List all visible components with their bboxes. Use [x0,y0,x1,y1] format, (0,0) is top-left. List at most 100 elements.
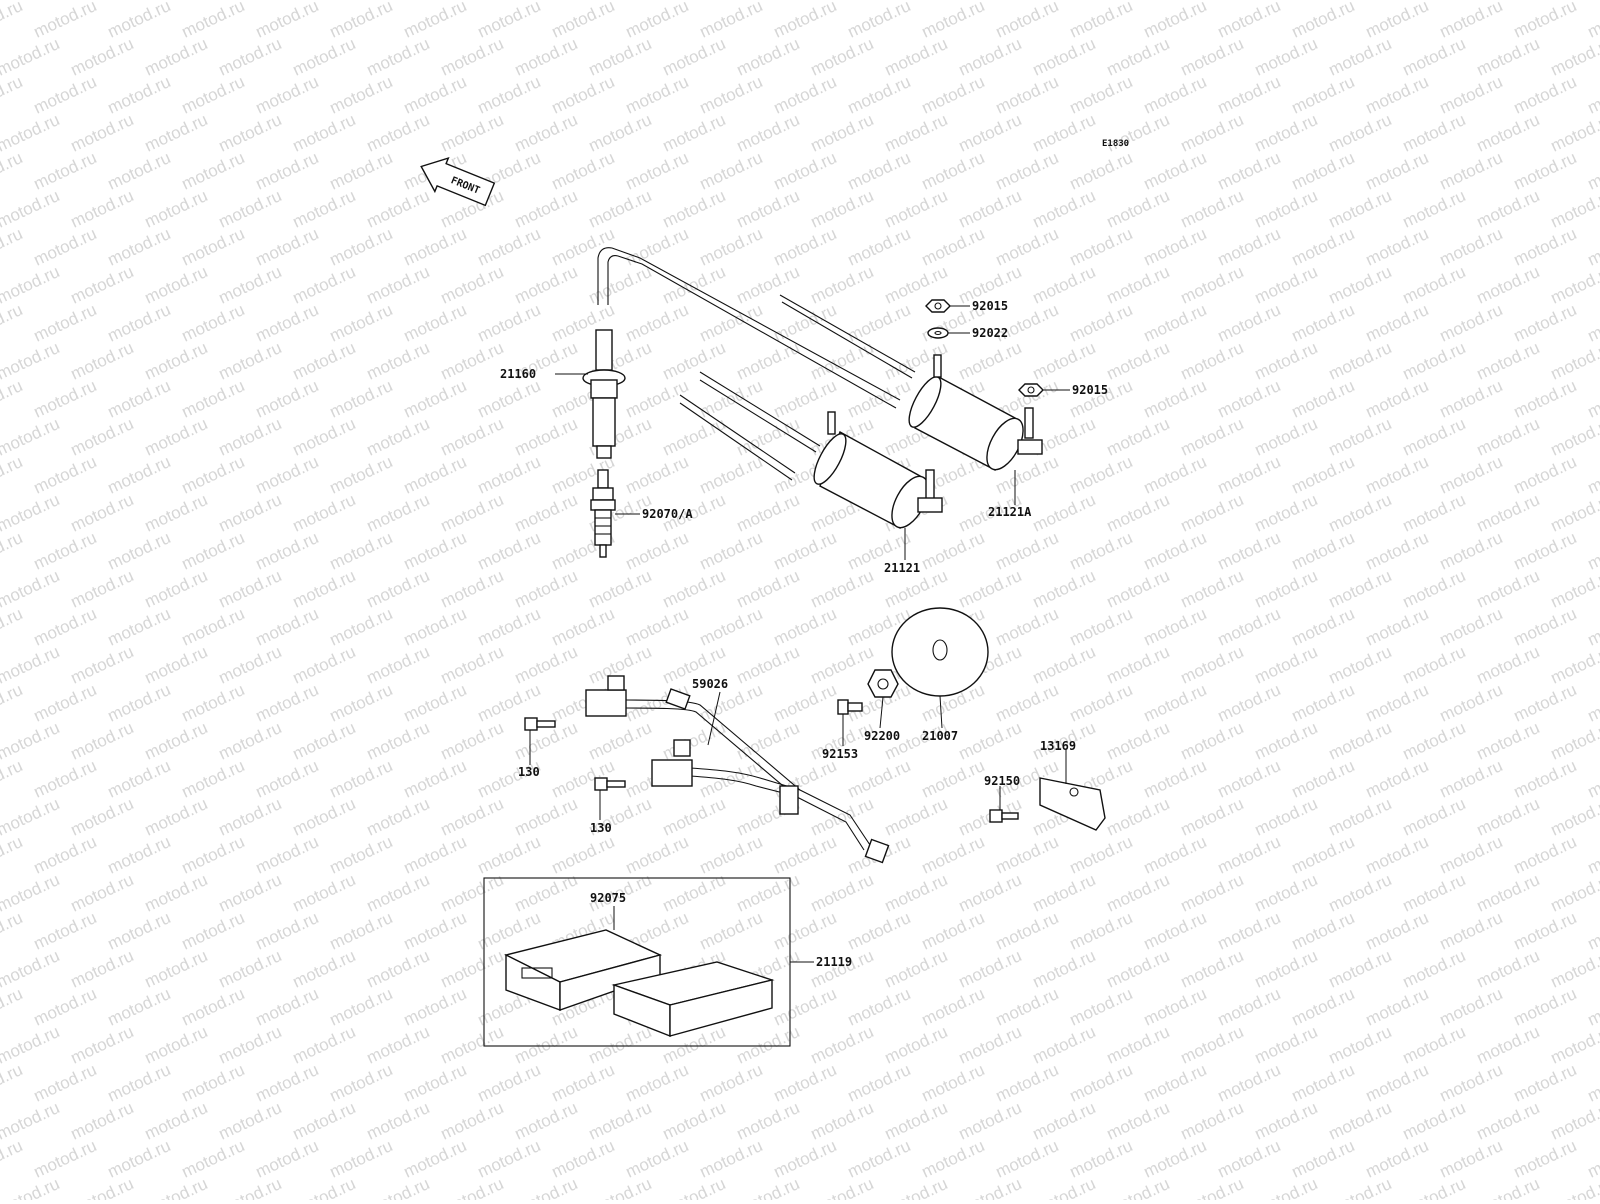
watermark-text: motod.ru [475,452,544,498]
watermark-text: motod.ru [1474,1022,1543,1068]
watermark-text: motod.ru [919,1136,988,1182]
watermark-text: motod.ru [216,946,285,992]
watermark-text: motod.ru [586,566,655,612]
watermark-text: motod.ru [1067,984,1136,1030]
watermark-text: motod.ru [1363,756,1432,802]
watermark-text: motod.ru [512,566,581,612]
watermark-text: motod.ru [1363,604,1432,650]
watermark-text: motod.ru [438,490,507,536]
watermark-text: motod.ru [475,528,544,574]
watermark-text: motod.ru [1326,490,1395,536]
watermark-text: motod.ru [697,148,766,194]
watermark-text: motod.ru [438,794,507,840]
watermark-text: motod.ru [1252,1174,1321,1200]
watermark-text: motod.ru [1215,680,1284,726]
watermark-text: motod.ru [105,0,174,42]
watermark-text: motod.ru [401,224,470,270]
watermark-text: motod.ru [1437,148,1506,194]
watermark-text: motod.ru [1511,72,1580,118]
part-label-21121a: 21121A [988,505,1032,519]
watermark-text: motod.ru [68,262,137,308]
watermark-text: motod.ru [1104,1098,1173,1144]
watermark-text: motod.ru [0,338,62,384]
watermark-text: motod.ru [586,1022,655,1068]
watermark-text: motod.ru [771,148,840,194]
watermark-text: motod.ru [142,414,211,460]
watermark-text: motod.ru [1437,224,1506,270]
watermark-text: motod.ru [808,186,877,232]
watermark-text: motod.ru [327,148,396,194]
watermark-text: motod.ru [0,946,62,992]
watermark-text: motod.ru [919,528,988,574]
watermark-text: motod.ru [290,186,359,232]
watermark-text: motod.ru [1067,908,1136,954]
watermark-text: motod.ru [845,148,914,194]
watermark-text: motod.ru [549,1060,618,1106]
watermark-text: motod.ru [1215,756,1284,802]
watermark-text: motod.ru [1104,1022,1173,1068]
watermark-text: motod.ru [438,1098,507,1144]
watermark-text: motod.ru [1030,642,1099,688]
watermark-text: motod.ru [919,72,988,118]
watermark-text: motod.ru [1548,946,1600,992]
watermark-text: motod.ru [1363,908,1432,954]
watermark-text: motod.ru [1289,1136,1358,1182]
watermark-text: motod.ru [216,1098,285,1144]
watermark-text: motod.ru [105,984,174,1030]
watermark-text: motod.ru [549,148,618,194]
watermark-text: motod.ru [1511,452,1580,498]
watermark-text: motod.ru [845,0,914,42]
watermark-text: motod.ru [1030,566,1099,612]
watermark-text: motod.ru [1511,148,1580,194]
watermark-text: motod.ru [1289,604,1358,650]
watermark-text: motod.ru [882,1098,951,1144]
watermark-text: motod.ru [401,604,470,650]
watermark-text: motod.ru [253,1060,322,1106]
watermark-text: motod.ru [105,908,174,954]
watermark-text: motod.ru [808,566,877,612]
watermark-text: motod.ru [0,718,62,764]
watermark-text: motod.ru [31,148,100,194]
watermark-text: motod.ru [512,110,581,156]
watermark-text: motod.ru [1141,1136,1210,1182]
watermark-text: motod.ru [1141,0,1210,42]
watermark-text: motod.ru [845,908,914,954]
watermark-text: motod.ru [1363,300,1432,346]
watermark-text: motod.ru [993,908,1062,954]
watermark-text: motod.ru [512,870,581,916]
watermark-text: motod.ru [1585,1136,1600,1182]
watermark-text: motod.ru [290,794,359,840]
watermark-text: motod.ru [401,452,470,498]
watermark-text: motod.ru [253,604,322,650]
watermark-text: motod.ru [1400,1022,1469,1068]
watermark-text: motod.ru [1289,300,1358,346]
watermark-text: motod.ru [697,1060,766,1106]
timing-rotor [891,607,989,697]
watermark-text: motod.ru [549,224,618,270]
watermark-text: motod.ru [1474,262,1543,308]
watermark-text: motod.ru [179,1060,248,1106]
watermark-text: motod.ru [512,1174,581,1200]
ignition-coil-21121a [908,354,1043,471]
bolt-icon [524,717,556,731]
watermark-text: motod.ru [623,1060,692,1106]
watermark-text: motod.ru [512,262,581,308]
watermark-text: motod.ru [0,0,25,42]
watermark-text: motod.ru [1474,642,1543,688]
watermark-text: motod.ru [31,984,100,1030]
watermark-text: motod.ru [1548,870,1600,916]
watermark-text: motod.ru [1104,566,1173,612]
watermark-text: motod.ru [364,1022,433,1068]
watermark-text: motod.ru [1178,718,1247,764]
watermark-text: motod.ru [179,300,248,346]
watermark-text: motod.ru [882,794,951,840]
watermark-text: motod.ru [142,338,211,384]
watermark-text: motod.ru [142,566,211,612]
diagram-code: E1830 [1102,139,1129,149]
watermark-text: motod.ru [1585,528,1600,574]
watermark-text: motod.ru [660,34,729,80]
watermark-text: motod.ru [1067,680,1136,726]
watermark-text: motod.ru [1326,262,1395,308]
watermark-text: motod.ru [401,908,470,954]
watermark-text: motod.ru [1252,946,1321,992]
